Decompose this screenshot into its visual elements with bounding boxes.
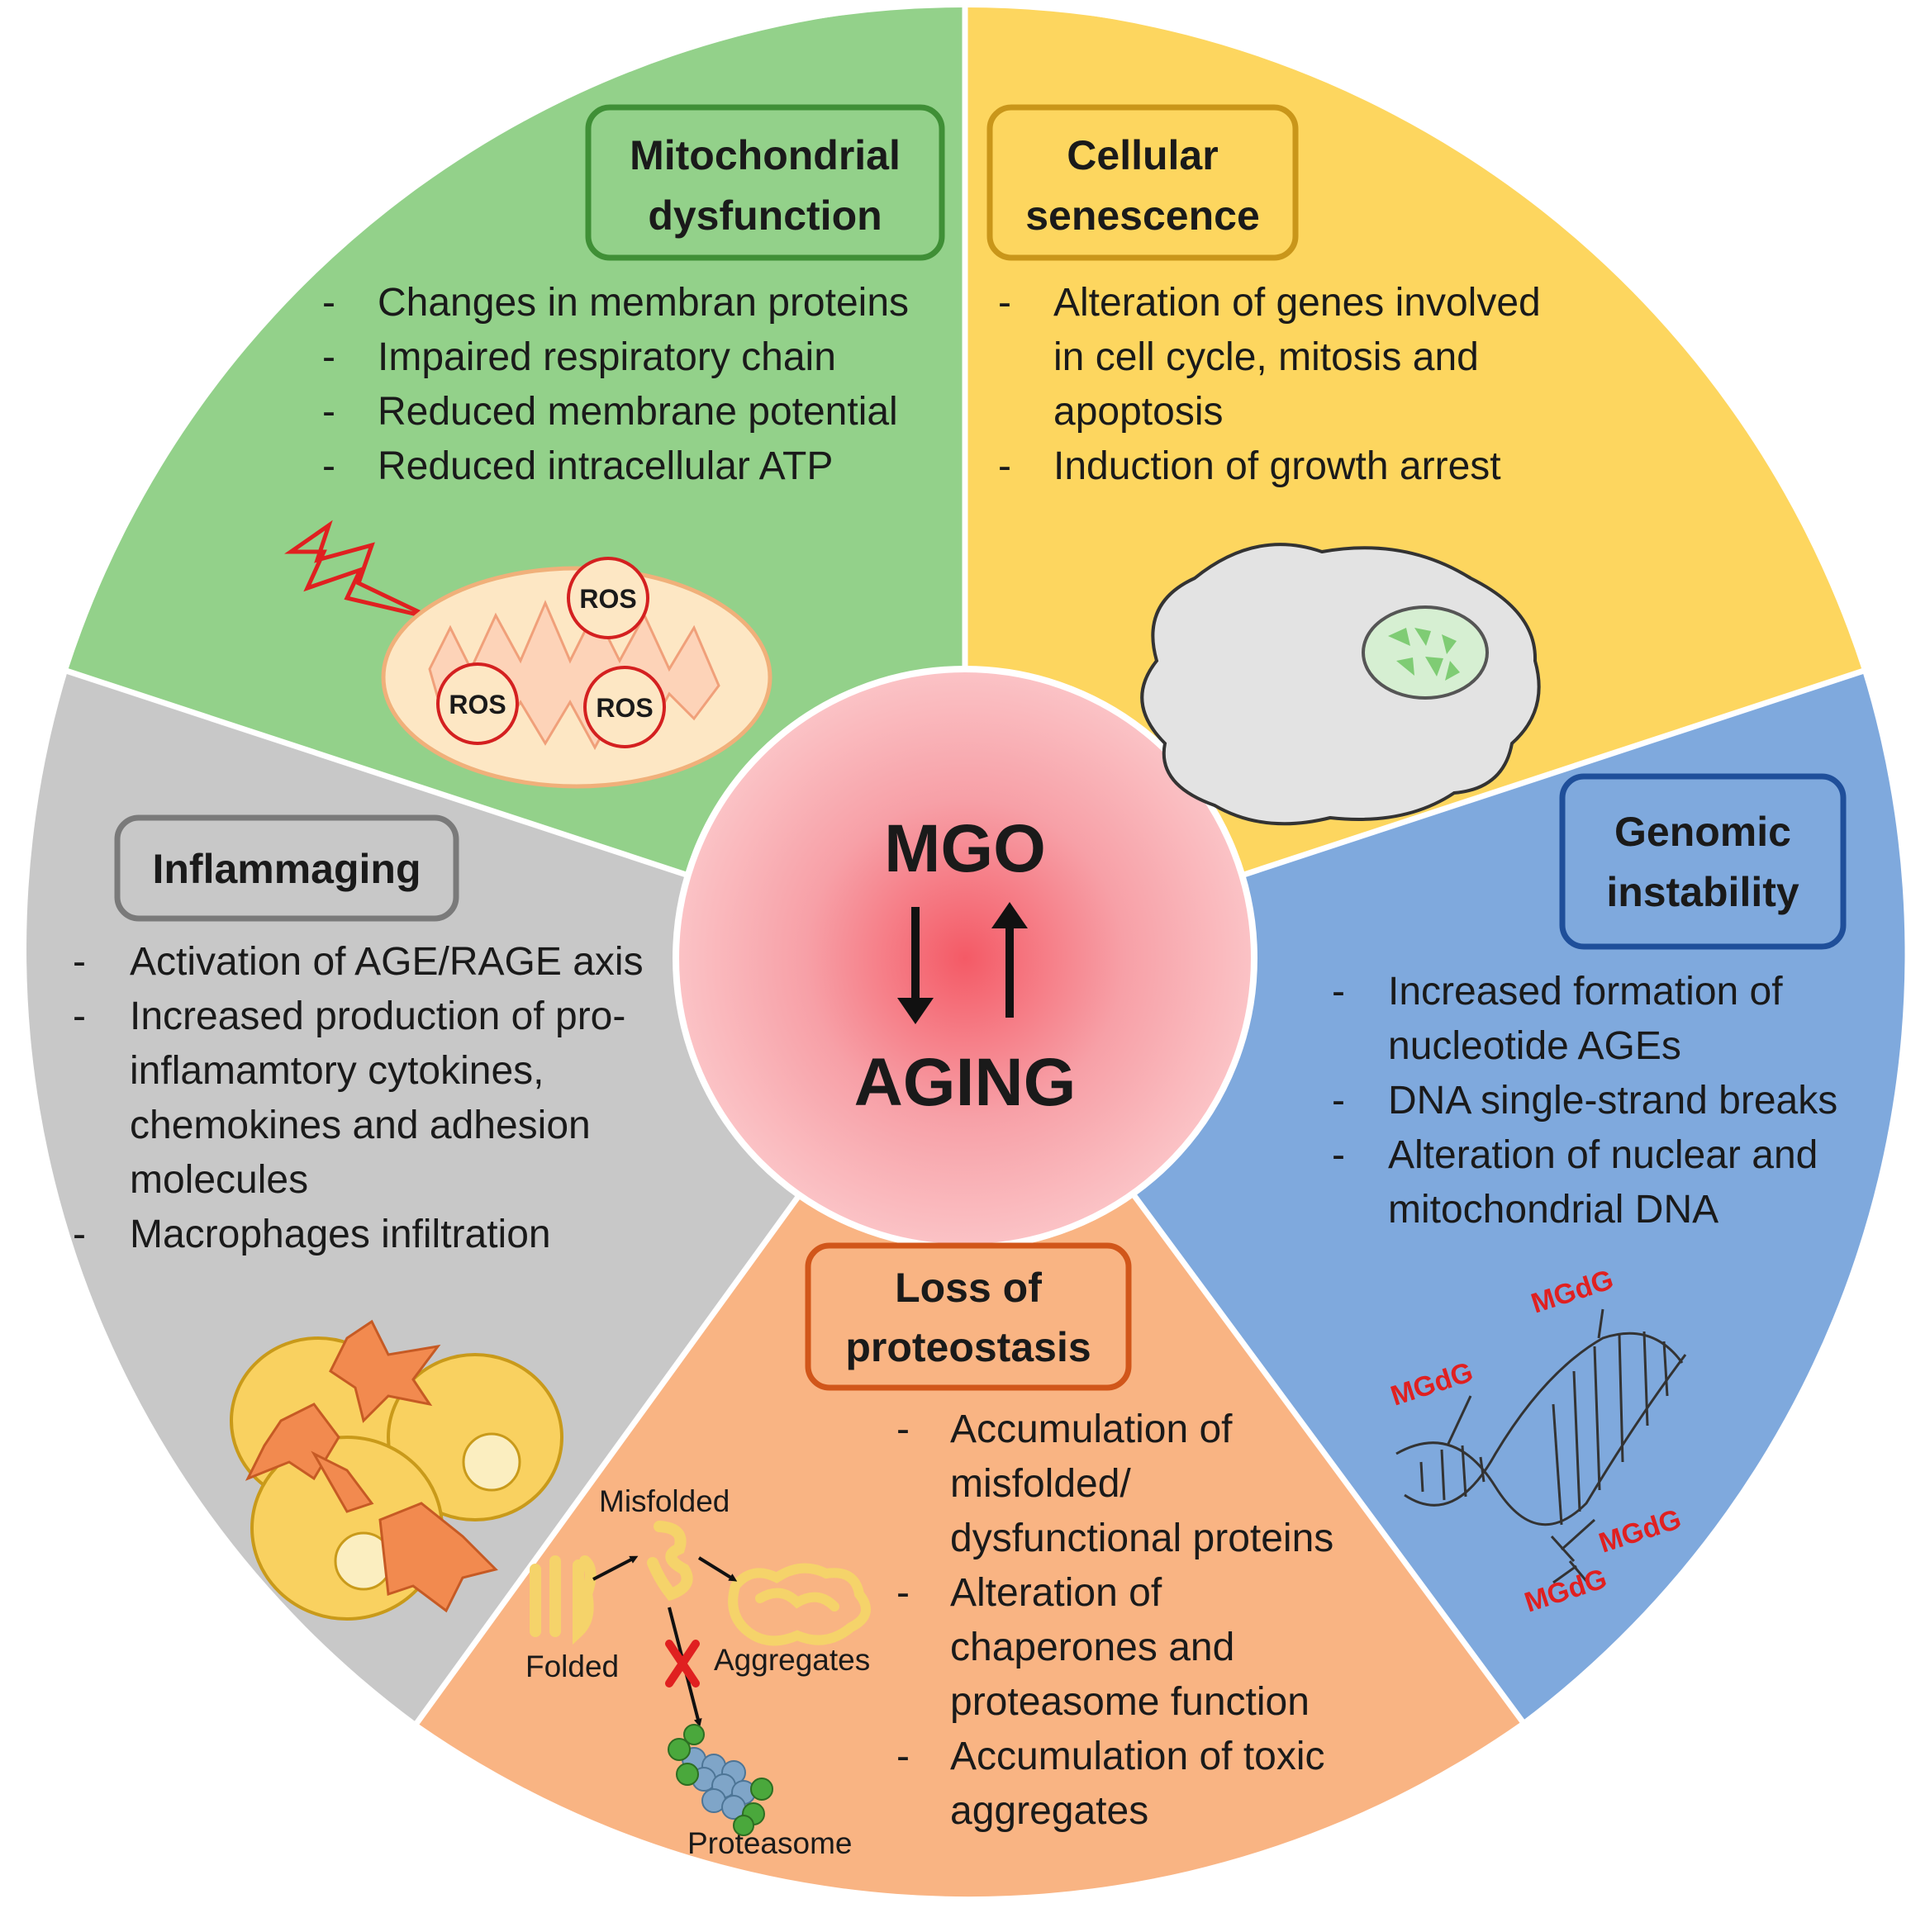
svg-text:-: - bbox=[896, 1571, 910, 1615]
list-item: nucleotide AGEs bbox=[1388, 1024, 1681, 1068]
list-item: Induction of growth arrest bbox=[1053, 444, 1501, 488]
proteostasis-title-line1: Loss of bbox=[895, 1265, 1042, 1311]
svg-text:-: - bbox=[998, 281, 1011, 325]
folded-protein-icon bbox=[530, 1555, 597, 1645]
svg-text:-: - bbox=[322, 444, 335, 488]
mitochondrion-icon: ROS ROS ROS bbox=[381, 557, 772, 789]
ros-label: ROS bbox=[596, 693, 653, 723]
svg-text:-: - bbox=[1332, 1133, 1345, 1177]
senescent-cell-icon bbox=[1140, 543, 1541, 826]
senescence-title-line1: Cellular bbox=[1067, 132, 1218, 178]
senescence-list: - Alteration of genes involved in cell c… bbox=[998, 281, 1541, 488]
proteostasis-segment bbox=[417, 966, 1522, 1897]
proteostasis-title-line2: proteostasis bbox=[845, 1324, 1091, 1370]
list-item: dysfunctional proteins bbox=[950, 1517, 1333, 1560]
mitochondrial-list: - Changes in membran proteins - Impaired… bbox=[322, 281, 909, 488]
list-item: misfolded/ bbox=[950, 1462, 1131, 1506]
list-item: chaperones and bbox=[950, 1626, 1234, 1669]
list-item: Reduced membrane potential bbox=[378, 390, 898, 434]
ros-label: ROS bbox=[449, 690, 506, 719]
list-item: DNA single-strand breaks bbox=[1388, 1079, 1837, 1123]
list-item: Activation of AGE/RAGE axis bbox=[130, 940, 644, 984]
svg-text:-: - bbox=[998, 444, 1011, 488]
list-item: Macrophages infiltration bbox=[130, 1213, 551, 1256]
proteostasis-title-box bbox=[805, 1242, 1132, 1391]
macrophage-cells-icon bbox=[230, 1319, 563, 1621]
blocked-x-icon bbox=[665, 1640, 700, 1688]
misfolded-protein-icon bbox=[647, 1521, 693, 1602]
list-item: mitochondrial DNA bbox=[1388, 1188, 1718, 1232]
list-item: proteasome function bbox=[950, 1680, 1310, 1724]
list-item: Impaired respiratory chain bbox=[378, 335, 836, 379]
list-item: molecules bbox=[130, 1158, 308, 1202]
list-item: Accumulation of toxic bbox=[950, 1735, 1325, 1778]
list-item: Alteration of nuclear and bbox=[1388, 1133, 1818, 1177]
proteostasis-list: - Accumulation of misfolded/ dysfunction… bbox=[896, 1407, 1333, 1833]
up-arrow-head bbox=[991, 902, 1028, 928]
svg-text:-: - bbox=[896, 1407, 910, 1451]
list-item: in cell cycle, mitosis and bbox=[1053, 335, 1479, 379]
inflammaging-list: - Activation of AGE/RAGE axis - Increase… bbox=[73, 940, 644, 1256]
misfolded-label: Misfolded bbox=[599, 1484, 730, 1518]
senescence-title-line2: senescence bbox=[1025, 192, 1260, 239]
mitochondrial-title-box bbox=[585, 104, 945, 261]
svg-text:-: - bbox=[1332, 1079, 1345, 1123]
list-item: Increased formation of bbox=[1388, 970, 1783, 1013]
mitochondrial-title-line1: Mitochondrial bbox=[630, 132, 901, 178]
aggregates-icon bbox=[728, 1563, 871, 1646]
svg-text:-: - bbox=[1332, 970, 1345, 1013]
dna-helix-icon bbox=[1395, 1308, 1687, 1587]
proteasome-icon bbox=[668, 1724, 773, 1836]
genomic-title-line1: Genomic bbox=[1614, 809, 1791, 855]
inflammaging-title-box bbox=[114, 814, 459, 922]
list-item: Increased production of pro- bbox=[130, 994, 625, 1038]
list-item: apoptosis bbox=[1053, 390, 1223, 434]
svg-text:-: - bbox=[322, 390, 335, 434]
ros-label: ROS bbox=[579, 584, 636, 614]
mitochondrial-title-line2: dysfunction bbox=[648, 192, 882, 239]
genomic-title-box bbox=[1559, 773, 1847, 950]
folded-label: Folded bbox=[525, 1650, 619, 1683]
list-item: Changes in membran proteins bbox=[378, 281, 909, 325]
svg-text:-: - bbox=[322, 335, 335, 379]
svg-text:-: - bbox=[73, 940, 86, 984]
svg-text:-: - bbox=[73, 994, 86, 1038]
list-item: Reduced intracellular ATP bbox=[378, 444, 833, 488]
list-item: Alteration of genes involved bbox=[1053, 281, 1541, 325]
senescence-title-box bbox=[986, 104, 1299, 261]
center-aging-label: AGING bbox=[854, 1045, 1077, 1120]
center-mgo-label: MGO bbox=[884, 811, 1046, 886]
genomic-title-line2: instability bbox=[1606, 869, 1799, 915]
svg-text:-: - bbox=[322, 281, 335, 325]
svg-text:-: - bbox=[896, 1735, 910, 1778]
genomic-list: - Increased formation of nucleotide AGEs… bbox=[1332, 970, 1837, 1232]
list-item: aggregates bbox=[950, 1789, 1148, 1833]
list-item: inflamamtory cytokines, bbox=[130, 1049, 544, 1093]
list-item: Accumulation of bbox=[950, 1407, 1233, 1451]
list-item: chemokines and adhesion bbox=[130, 1104, 591, 1147]
svg-text:-: - bbox=[73, 1213, 86, 1256]
down-arrow-head bbox=[897, 998, 934, 1024]
proteasome-label: Proteasome bbox=[687, 1826, 853, 1860]
inflammaging-title: Inflammaging bbox=[152, 846, 421, 892]
aggregates-label: Aggregates bbox=[714, 1643, 870, 1677]
list-item: Alteration of bbox=[950, 1571, 1162, 1615]
